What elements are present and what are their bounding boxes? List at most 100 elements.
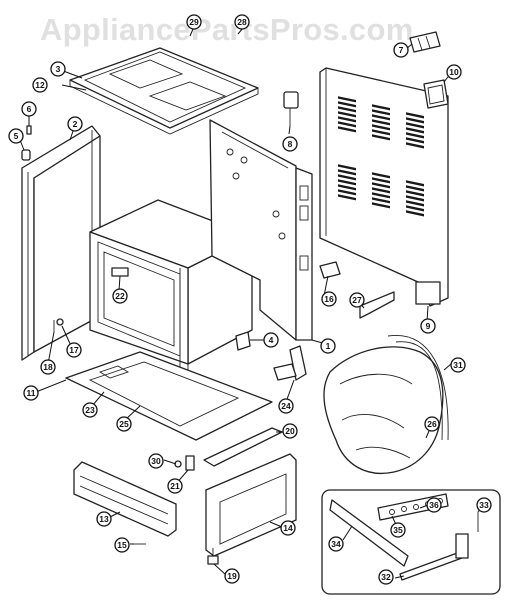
vent-slot bbox=[372, 202, 390, 209]
callout-30: 30 bbox=[148, 453, 164, 469]
igniter-part bbox=[283, 91, 299, 126]
vent-slot bbox=[372, 197, 390, 204]
vent-slot bbox=[406, 200, 424, 207]
callout-circle bbox=[424, 416, 440, 432]
callout-number: 2 bbox=[73, 119, 78, 129]
callout-number: 22 bbox=[115, 291, 125, 301]
callout-number: 27 bbox=[352, 295, 362, 305]
callout-circle bbox=[278, 398, 294, 414]
callout-23: 23 bbox=[82, 402, 98, 418]
callout-circle bbox=[21, 101, 37, 117]
vent-slot bbox=[338, 96, 356, 103]
vent-slot bbox=[372, 177, 390, 184]
callout-circle bbox=[282, 423, 298, 439]
callout-number: 20 bbox=[285, 426, 295, 436]
vent-slot bbox=[372, 182, 390, 189]
vent-slot bbox=[338, 126, 356, 133]
vent-slot bbox=[372, 119, 390, 126]
manifold-inset bbox=[321, 489, 501, 595]
small-bracket-4 bbox=[235, 331, 251, 351]
callout-13: 13 bbox=[96, 511, 112, 527]
callout-number: 31 bbox=[453, 360, 463, 370]
vent-slot bbox=[372, 129, 390, 136]
insulation-blanket bbox=[323, 334, 449, 474]
callout-number: 6 bbox=[27, 104, 32, 114]
callout-circle bbox=[349, 292, 365, 308]
callout-number: 33 bbox=[479, 500, 489, 510]
callout-circle bbox=[96, 511, 112, 527]
callout-11: 11 bbox=[23, 385, 39, 401]
callout-circle bbox=[280, 520, 296, 536]
vent-slot bbox=[338, 169, 356, 176]
callout-circle bbox=[66, 342, 82, 358]
callout-8: 8 bbox=[282, 136, 298, 152]
callout-number: 14 bbox=[283, 523, 293, 533]
callout-19: 19 bbox=[224, 568, 240, 584]
callout-circle bbox=[8, 128, 24, 144]
callout-number: 15 bbox=[117, 540, 127, 550]
callout-circle bbox=[67, 116, 83, 132]
callout-number: 4 bbox=[269, 335, 274, 345]
callout-number: 5 bbox=[14, 131, 19, 141]
callout-number: 17 bbox=[69, 345, 79, 355]
vent-slot bbox=[406, 127, 424, 134]
callout-number: 34 bbox=[331, 539, 341, 549]
callout-number: 13 bbox=[99, 514, 109, 524]
vent-slot bbox=[338, 121, 356, 128]
callout-14: 14 bbox=[280, 520, 296, 536]
vent-slot bbox=[338, 116, 356, 123]
callout-circle bbox=[224, 568, 240, 584]
small-hardware bbox=[174, 455, 195, 471]
vent-slot bbox=[372, 187, 390, 194]
vent-slot bbox=[372, 192, 390, 199]
drawer-rail bbox=[203, 427, 283, 467]
callout-21: 21 bbox=[167, 478, 183, 494]
callout-circle bbox=[82, 402, 98, 418]
callout-circle bbox=[114, 537, 130, 553]
vent-box bbox=[423, 79, 449, 109]
callout-4: 4 bbox=[263, 332, 279, 348]
callout-number: 29 bbox=[189, 17, 199, 27]
vent-slot bbox=[406, 195, 424, 202]
vent-slot bbox=[372, 114, 390, 121]
callout-number: 9 bbox=[426, 321, 431, 331]
floor-panel bbox=[65, 351, 273, 441]
callout-circle bbox=[112, 288, 128, 304]
callout-7: 7 bbox=[393, 42, 409, 58]
callout-number: 21 bbox=[170, 481, 180, 491]
misc-fasteners bbox=[53, 318, 64, 332]
callout-16: 16 bbox=[321, 291, 337, 307]
callout-number: 3 bbox=[56, 64, 61, 74]
callout-20: 20 bbox=[282, 423, 298, 439]
callout-number: 7 bbox=[399, 45, 404, 55]
vent-slot bbox=[338, 174, 356, 181]
callout-circle bbox=[328, 536, 344, 552]
callout-32: 32 bbox=[378, 569, 394, 585]
vent-slot bbox=[372, 109, 390, 116]
callout-29: 29 bbox=[186, 14, 202, 30]
callout-circle bbox=[450, 357, 466, 373]
callout-number: 1 bbox=[326, 341, 331, 351]
callout-33: 33 bbox=[476, 497, 492, 513]
callout-15: 15 bbox=[114, 537, 130, 553]
vent-slot bbox=[338, 194, 356, 201]
vent-slot bbox=[406, 210, 424, 217]
vent-slot bbox=[338, 184, 356, 191]
kick-panel bbox=[73, 461, 177, 537]
callout-number: 12 bbox=[35, 80, 45, 90]
callout-10: 10 bbox=[446, 64, 462, 80]
callout-number: 35 bbox=[393, 525, 403, 535]
vent-slot bbox=[338, 101, 356, 108]
callout-circle bbox=[393, 42, 409, 58]
callout-circle bbox=[426, 497, 442, 513]
vent-slot bbox=[338, 189, 356, 196]
callout-circle bbox=[420, 318, 436, 334]
vent-slot bbox=[338, 111, 356, 118]
callout-number: 30 bbox=[151, 456, 161, 466]
callout-18: 18 bbox=[40, 359, 56, 375]
vent-slot bbox=[406, 180, 424, 187]
hinge-bracket bbox=[273, 345, 307, 381]
callout-circle bbox=[40, 359, 56, 375]
clip-parts bbox=[21, 125, 32, 161]
vent-slots bbox=[338, 96, 424, 217]
